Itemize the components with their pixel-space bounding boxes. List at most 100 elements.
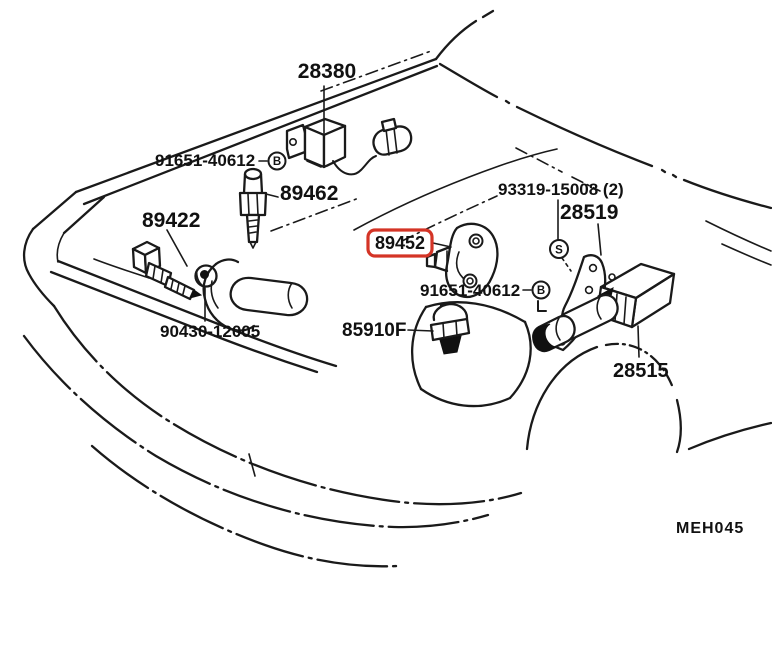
- label-90430: 90430-12005: [160, 322, 260, 341]
- firewall-quad-right: [508, 320, 532, 400]
- hood-dot-1: [504, 99, 511, 105]
- hidden-line-cowl: [320, 50, 432, 92]
- bumper-line-2: [22, 334, 490, 529]
- sensor-89462-thread-3: [249, 231, 257, 234]
- front-post-upper: [31, 190, 78, 231]
- label-28519: 28519: [560, 201, 618, 224]
- sensor-85910-facet-1: [442, 322, 445, 339]
- leader-89452: [432, 242, 452, 248]
- leader-28515: [637, 325, 640, 358]
- leader-lines: [166, 85, 640, 358]
- relay-skirt-2: [326, 157, 344, 167]
- relay-connector: [372, 125, 413, 156]
- hood-curve-1: [438, 62, 499, 99]
- bumper-tick: [248, 453, 256, 477]
- highlight-box: [366, 228, 434, 258]
- label-93319: 93319-15008 (2): [498, 180, 624, 199]
- front-post-lower: [62, 195, 106, 235]
- label-89452: 89452: [375, 233, 425, 253]
- plug-body-rib: [555, 317, 561, 341]
- hidden-line-center: [401, 195, 498, 242]
- sensor-89452-hole-2-inner: [466, 277, 474, 285]
- firewall-quad-bottom: [419, 387, 512, 408]
- sensor-89462-neck-l: [242, 172, 247, 195]
- hidden-line-left: [270, 197, 360, 232]
- hose-cylinder: [229, 276, 309, 317]
- part-28380-relay: [285, 117, 413, 176]
- relay-wire: [332, 155, 377, 176]
- leader-85910: [407, 329, 434, 332]
- bumper-line-1: [52, 304, 523, 506]
- washer-outer: [194, 264, 218, 288]
- sensor-89422-thread-1: [170, 279, 174, 290]
- sensor-85910-hex: [429, 317, 471, 342]
- label-89462: 89462: [280, 182, 338, 205]
- plug-tube-rib: [596, 296, 602, 320]
- washer-shade: [195, 269, 204, 287]
- bolt-marker-b-top-circle: [267, 151, 287, 171]
- wheel-arch-top: [604, 342, 675, 390]
- bumper-line-3: [90, 444, 400, 568]
- hood-dot-2: [660, 168, 667, 174]
- connector-nub: [380, 117, 398, 133]
- resistor-mount-hole: [608, 273, 616, 281]
- screw-marker-s: S: [549, 239, 569, 259]
- highlighted-part-callout: 89452: [366, 228, 434, 258]
- fender-crease-2: [721, 243, 772, 266]
- cowl-line-lower: [82, 64, 439, 206]
- part-89452-sensor: [425, 222, 499, 299]
- sensor-89422-tip: [189, 289, 203, 299]
- hood-curve-2: [515, 105, 654, 168]
- grille-edge-lower: [49, 270, 319, 374]
- fender-crease-1: [705, 220, 772, 252]
- resistor-rib-3: [623, 296, 627, 325]
- hood-curve-3: [682, 178, 772, 210]
- part-89462-sensor: [238, 167, 268, 249]
- sensor-85910-tip: [439, 335, 462, 355]
- a-pillar-line: [434, 19, 478, 61]
- screw-marker-s-letter: S: [555, 245, 563, 257]
- car-body-outline: [22, 9, 772, 568]
- part-connector-plug: [532, 293, 619, 353]
- relay-side-face: [322, 124, 347, 169]
- bay-rear-edge: [353, 148, 558, 231]
- sensor-89462-cap: [243, 167, 263, 181]
- bolt-marker-b-top: B: [267, 151, 287, 171]
- hidden-line-right-b: [571, 176, 601, 192]
- wheel-arch-right: [675, 398, 682, 454]
- sensor-89462-hex: [238, 191, 268, 217]
- wheel-arch-left: [525, 345, 599, 451]
- bolt-marker-b-mid-circle: [531, 280, 551, 300]
- label-89422: 89422: [142, 209, 200, 232]
- leader-28519: [597, 223, 602, 256]
- sensor-89462-facet-1: [247, 193, 250, 216]
- sensor-89422-thread-3: [182, 285, 186, 295]
- sensor-89462-stem: [245, 213, 261, 244]
- relay-bracket-hole: [288, 138, 297, 147]
- sensor-89462-facet-2: [256, 193, 259, 216]
- sensor-89452-hole-1-inner: [472, 237, 480, 245]
- part-89422-sensor: [131, 240, 203, 301]
- panel-crease: [93, 258, 150, 279]
- sensor-89462-thread-2: [248, 225, 258, 228]
- corner-panel: [22, 227, 56, 308]
- label-85910f: 85910F: [342, 320, 406, 341]
- leader-89422: [166, 229, 188, 267]
- firewall-quad-left: [411, 305, 428, 391]
- sensor-89422-facet-1: [152, 265, 156, 280]
- relay-skirt-1: [306, 160, 322, 168]
- sensor-89422-facet-2: [160, 269, 164, 284]
- part-labels: 28380 91651-40612 89462 89422 93319-1500…: [142, 60, 744, 537]
- part-85910f-sensor: [429, 301, 471, 355]
- bolt-marker-b-mid-letter: B: [537, 285, 545, 297]
- fender-line-right: [687, 421, 772, 451]
- connector-rib-1: [385, 128, 390, 156]
- part-90430-washer: [194, 264, 218, 288]
- leader-screw-s: [561, 257, 572, 272]
- hidden-line-right-a: [515, 147, 563, 173]
- sensor-89452-detail: [455, 251, 464, 279]
- housing-detail: [210, 280, 219, 309]
- drawing-code: MEH045: [676, 520, 744, 537]
